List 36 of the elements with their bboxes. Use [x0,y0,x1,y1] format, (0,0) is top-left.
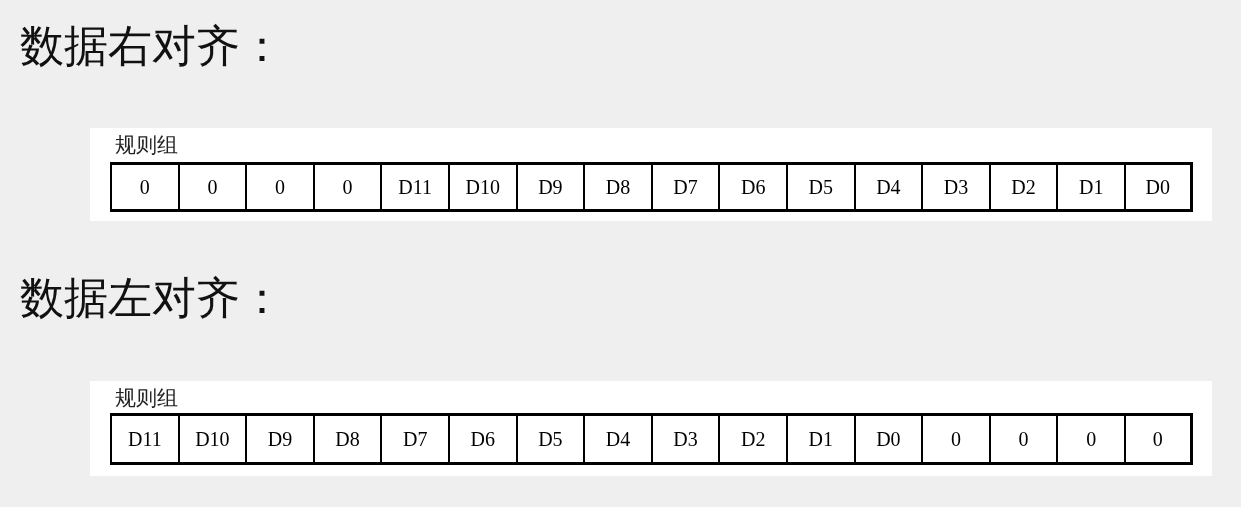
table-cell: D10 [177,413,246,465]
table-cell: D9 [515,162,584,212]
table-cell: D6 [448,413,516,465]
table-cell: 0 [1056,413,1124,465]
table-cell: 0 [921,413,989,465]
table-cell: D5 [786,162,854,212]
table-cell: D11 [110,413,178,465]
table-cell: 0 [110,162,178,212]
table-cell: D3 [650,413,719,465]
table-cell: D11 [380,162,448,212]
table-caption: 规则组 [115,135,178,156]
table-cell: 0 [312,162,381,212]
table-cell: D6 [718,162,786,212]
table-cell: D10 [448,162,516,212]
table-cell: D5 [515,413,584,465]
table-cell: 0 [177,162,246,212]
table-cell: D7 [650,162,719,212]
section-heading: 数据左对齐： [20,276,284,320]
table-cell: D1 [1056,162,1124,212]
table-caption: 规则组 [115,388,178,409]
table-cell: D2 [988,162,1057,212]
table-cell: D8 [312,413,381,465]
table-cell: D0 [853,413,922,465]
table-cell: D4 [583,413,651,465]
table-cell: D0 [1124,162,1193,212]
table-cell: D1 [786,413,854,465]
table-cell: D3 [921,162,989,212]
table-cell: D2 [718,413,786,465]
table-cell: 0 [245,162,313,212]
table-cell: D8 [583,162,651,212]
table-cell: 0 [988,413,1057,465]
table-cell: D4 [853,162,922,212]
table-cell: D9 [245,413,313,465]
table-cell: 0 [1124,413,1193,465]
table-cell: D7 [380,413,448,465]
section-heading: 数据右对齐： [20,24,284,68]
